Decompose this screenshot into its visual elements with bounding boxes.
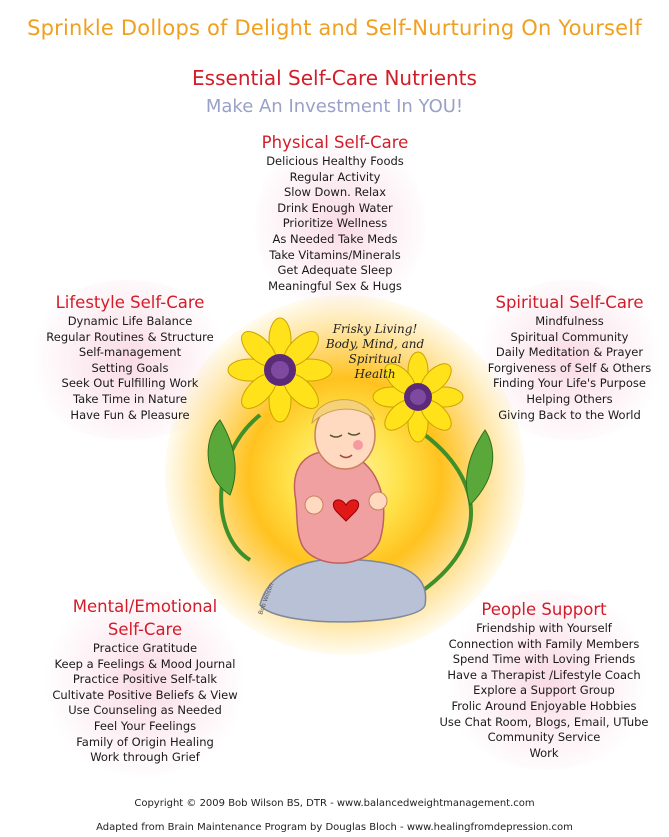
list-item: Mindfulness <box>535 314 604 328</box>
list-item: Seek Out Fulfilling Work <box>61 376 199 391</box>
page-tagline: Make An Investment In YOU! <box>205 96 464 117</box>
list-item: Slow Down. Relax <box>283 185 387 200</box>
list-item: Daily Meditation & Prayer <box>495 345 644 360</box>
illustration-caption: Frisky Living! Body, Mind, and Spiritual… <box>315 322 435 382</box>
list-item: Spiritual Community <box>510 329 629 344</box>
list-item: Feel Your Feelings <box>93 718 197 733</box>
list-item: Work <box>529 745 559 760</box>
left-stem <box>219 413 262 562</box>
caption-line: Frisky Living! <box>332 322 418 336</box>
list-item: Setting Goals <box>91 360 169 375</box>
people-glow <box>440 590 655 770</box>
illustration: Bob Wilson <box>207 317 494 623</box>
lifestyle-section: Lifestyle Self-Care Dynamic Life Balance… <box>30 293 230 423</box>
list-item: Spend Time with Loving Friends <box>452 652 636 667</box>
list-item: Regular Activity <box>289 169 381 184</box>
list-item: Take Time in Nature <box>72 391 188 406</box>
adapted-credit-text: Adapted from Brain Maintenance Program b… <box>96 822 573 833</box>
list-item: As Needed Take Meds <box>272 231 398 246</box>
people-list: Friendship with Yourself Connection with… <box>438 621 650 761</box>
physical-section: Physical Self-Care Delicious Healthy Foo… <box>235 133 435 294</box>
spiritual-title: Spiritual Self-Care <box>495 293 644 312</box>
list-item: Drink Enough Water <box>277 200 393 215</box>
spiritual-section: Spiritual Self-Care Mindfulness Spiritua… <box>472 293 667 423</box>
mental-section: Mental/Emotional Self-Care Practice Grat… <box>45 597 245 766</box>
spiritual-list: Mindfulness Spiritual Community Daily Me… <box>472 314 667 423</box>
list-item: Community Service <box>487 730 601 745</box>
list-item: Connection with Family Members <box>448 636 640 651</box>
list-item: Practice Positive Self-talk <box>72 672 218 687</box>
list-item: Cultivate Positive Beliefs & View <box>52 687 238 702</box>
people-title: People Support <box>481 600 607 619</box>
mental-glow <box>40 590 250 775</box>
physical-glow <box>255 130 425 320</box>
lifestyle-title: Lifestyle Self-Care <box>55 293 205 312</box>
list-item: Meaningful Sex & Hugs <box>268 278 402 293</box>
list-item: Helping Others <box>526 391 613 406</box>
caption-line: Body, Mind, and <box>325 337 425 351</box>
list-item: Family of Origin Healing <box>76 734 214 749</box>
page-subtitle: Essential Self-Care Nutrients <box>192 66 477 90</box>
list-item: Use Chat Room, Blogs, Email, UTube <box>439 714 649 729</box>
caption-line: Health <box>354 367 396 381</box>
list-item: Self-management <box>78 345 182 360</box>
right-leaf <box>465 429 494 506</box>
list-item: Dynamic Life Balance <box>67 314 193 328</box>
people-section: People Support Friendship with Yourself … <box>438 600 650 761</box>
list-item: Prioritize Wellness <box>282 216 388 231</box>
list-item: Have a Therapist /Lifestyle Coach <box>447 667 641 682</box>
list-item: Get Adequate Sleep <box>277 263 393 278</box>
main-title: Sprinkle Dollops of Delight and Self-Nur… <box>27 16 642 40</box>
mental-title-line1: Mental/Emotional <box>72 597 218 616</box>
list-item: Friendship with Yourself <box>476 621 612 635</box>
list-item: Explore a Support Group <box>473 683 615 698</box>
list-item: Use Counseling as Needed <box>68 703 222 718</box>
lifestyle-list: Dynamic Life Balance Regular Routines & … <box>30 314 230 423</box>
mental-list: Practice Gratitude Keep a Feelings & Moo… <box>45 641 245 766</box>
right-flower <box>372 351 464 443</box>
person-figure <box>293 399 388 564</box>
list-item: Forgiveness of Self & Others <box>487 360 652 375</box>
list-item: Frolic Around Enjoyable Hobbies <box>451 698 637 713</box>
list-item: Work through Grief <box>90 750 200 765</box>
left-leaf <box>207 419 236 496</box>
list-item: Take Vitamins/Minerals <box>269 247 401 262</box>
physical-title: Physical Self-Care <box>261 133 409 152</box>
rock <box>259 558 427 623</box>
right-stem <box>399 433 473 607</box>
list-item: Practice Gratitude <box>92 641 198 655</box>
copyright-text: Copyright © 2009 Bob Wilson BS, DTR - ww… <box>134 798 535 809</box>
list-item: Delicious Healthy Foods <box>266 154 404 168</box>
left-flower <box>227 317 333 423</box>
physical-list: Delicious Healthy Foods Regular Activity… <box>235 154 435 294</box>
list-item: Have Fun & Pleasure <box>70 407 190 422</box>
list-item: Regular Routines & Structure <box>46 329 214 344</box>
list-item: Keep a Feelings & Mood Journal <box>54 656 236 671</box>
list-item: Finding Your Life's Purpose <box>493 376 646 391</box>
mental-title-line2: Self-Care <box>107 620 183 639</box>
caption-line: Spiritual <box>348 352 402 366</box>
list-item: Giving Back to the World <box>498 407 641 422</box>
